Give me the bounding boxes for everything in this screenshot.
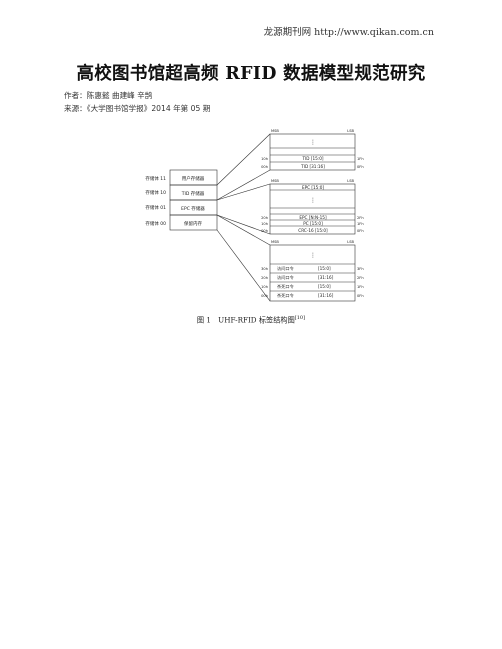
reserved-row1-right: 2Fh (357, 276, 364, 280)
bank-label-01: 存储体 01 (145, 204, 166, 211)
connector-reserved-top (216, 214, 271, 246)
epc-lsb: LSB (347, 179, 354, 183)
connector-epc-bottom (216, 214, 271, 235)
reserved-row1-left: 20h (261, 276, 268, 280)
figure-caption-text: 图 1 UHF-RFID 标签结构图 (196, 315, 295, 325)
epc-row2-left: 00h (261, 229, 268, 233)
connector-tid-top (216, 133, 271, 186)
epc-row1-label: PC [15:0] (303, 221, 323, 226)
reserved-row0-left: 30h (261, 267, 268, 271)
epc-row1-left: 10h (261, 222, 268, 226)
reserved-row0-name: 访问口令 (277, 265, 295, 272)
tid-row0-label: TID [15:0] (301, 156, 323, 161)
reserved-msb: MSB (271, 240, 279, 244)
bank-box-reserved (169, 214, 218, 231)
tid-lsb: LSB (347, 129, 354, 133)
epc-msb: MSB (271, 179, 279, 183)
tid-block (269, 133, 356, 171)
reserved-vdots: ⋮ (310, 252, 316, 259)
reserved-row3-left: 00h (261, 294, 268, 298)
connector-epc-top (216, 183, 271, 201)
site-header: 龙源期刊网 http://www.qikan.com.cn (263, 27, 434, 38)
bank-label-10: 存储体 10 (145, 189, 166, 196)
reserved-row2-name: 杀死口令 (277, 283, 295, 290)
tid-row1-left: 00h (261, 165, 268, 169)
epc-row2-label: CRC-16 [15:0] (298, 228, 328, 233)
uhf-rfid-tag-structure-diagram: 存储体 11 存储体 10 存储体 01 存储体 00 用户存储器 TID 存储… (145, 129, 364, 302)
reserved-row0-right: 3Fh (357, 267, 364, 271)
reserved-row0-bits: [15:0] (318, 266, 331, 271)
tid-vdots: ⋮ (310, 139, 316, 146)
connector-reserved-bottom (216, 229, 271, 302)
epc-row2-right: 0Fh (357, 229, 364, 233)
reserved-lsb: LSB (347, 240, 354, 244)
reserved-row3-bits: [31:16] (318, 293, 334, 298)
author-line: 作者：陈惠懿 曲建峰 辛鹄 (64, 91, 153, 100)
epc-row0-right: 2Fh (357, 216, 364, 220)
tid-row1-label: TID [31:16] (300, 164, 325, 169)
bank-name-epc: EPC 存储器 (181, 205, 205, 212)
reserved-row2-left: 10h (261, 285, 268, 289)
figure-caption-ref: [10] (294, 315, 306, 321)
figure-caption: 图 1 UHF-RFID 标签结构图[10] (0, 315, 502, 325)
reserved-row2-bits: [15:0] (318, 284, 331, 289)
tid-row0-left: 10h (261, 157, 268, 161)
bank-name-user: 用户存储器 (182, 175, 205, 182)
epc-row1-right: 1Fh (357, 222, 364, 226)
reserved-row3-right: 0Fh (357, 294, 364, 298)
tid-row1-right: 0Fh (357, 165, 364, 169)
reserved-row3-name: 杀死口令 (277, 292, 295, 299)
source-line: 来源：《大学图书馆学报》2014 年第 05 期 (64, 104, 211, 113)
reserved-row2-right: 1Fh (357, 285, 364, 289)
epc-top-label: EPC [15:0] (302, 185, 324, 190)
epc-vdots: ⋮ (310, 197, 316, 204)
article-title: 高校图书馆超高频 RFID 数据模型规范研究 (76, 64, 426, 84)
bank-name-tid: TID 存储器 (181, 190, 205, 197)
reserved-row1-name: 访问口令 (277, 274, 295, 281)
tid-row0-right: 1Fh (357, 157, 364, 161)
epc-row0-left: 20h (261, 216, 268, 220)
connector-tid-bottom (216, 169, 271, 201)
bank-label-00: 存储体 00 (145, 220, 166, 227)
bank-name-reserved: 保留内存 (184, 220, 202, 227)
bank-label-11: 存储体 11 (145, 175, 166, 182)
epc-row0-label: EPC [N:N-15] (299, 215, 327, 220)
tid-msb: MSB (271, 129, 279, 133)
reserved-row1-bits: [31:16] (318, 275, 334, 280)
epc-block (269, 183, 356, 235)
